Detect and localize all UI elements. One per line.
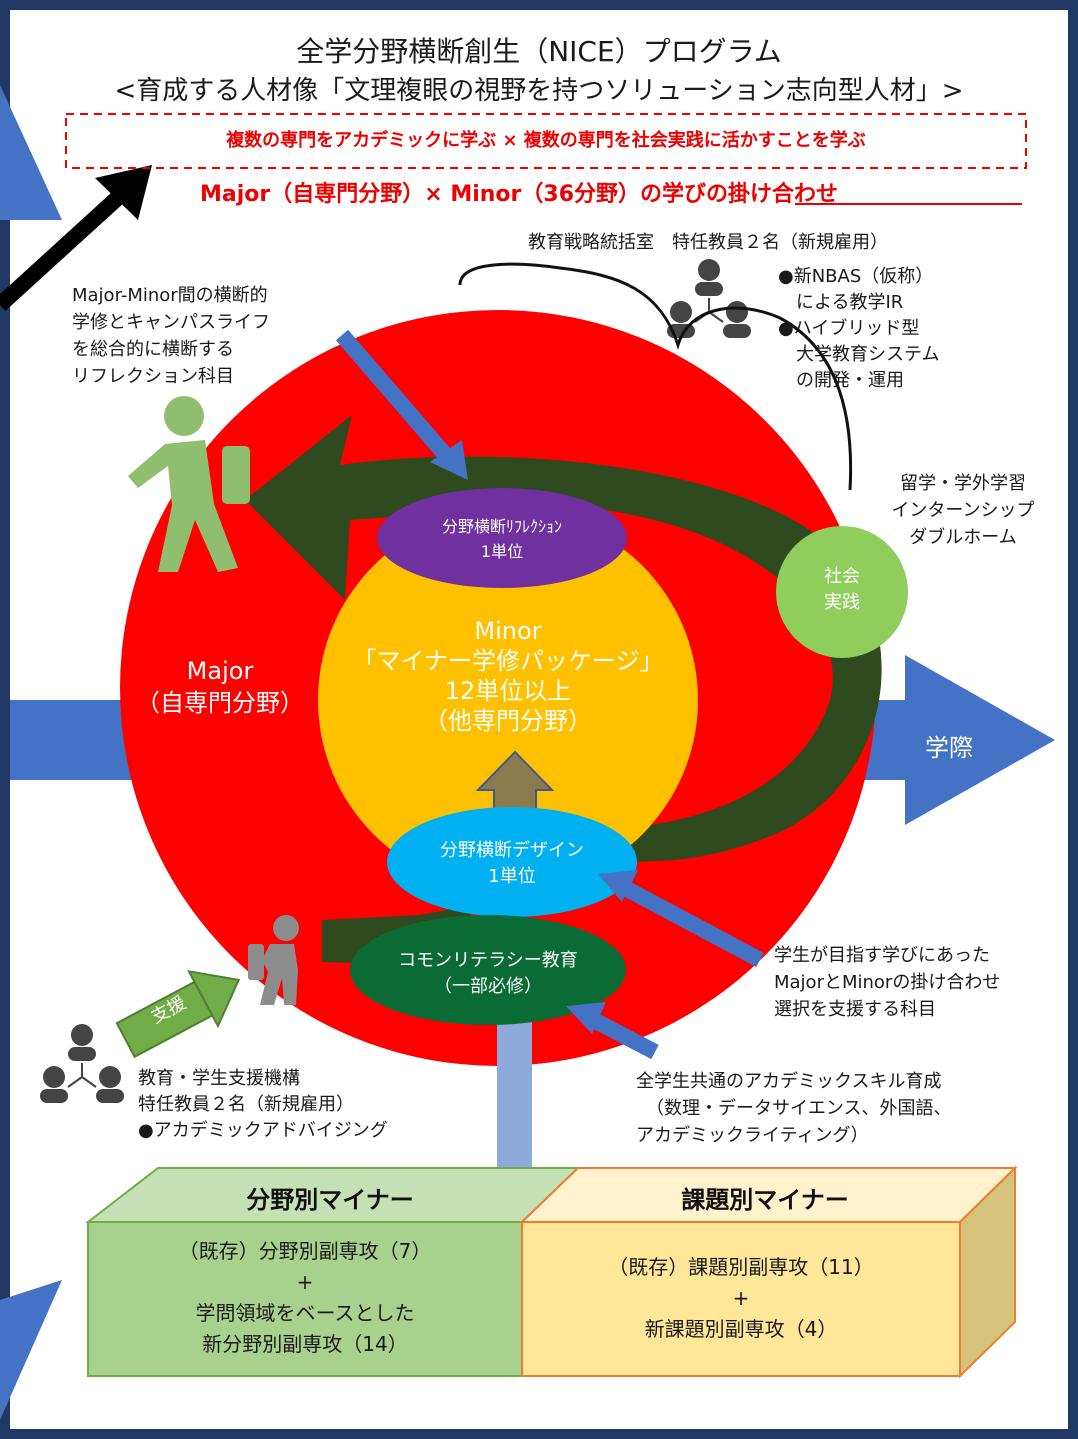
support-org-line1: 教育・学生支援機構 — [138, 1068, 300, 1089]
bullet2-line2: 大学教育システム — [796, 344, 940, 365]
common-literacy-line2: （一部必修） — [434, 976, 542, 997]
design-course-label: 分野横断デザイン 1単位 — [392, 838, 632, 890]
field-minor-line2: + — [296, 1270, 314, 1294]
dashed-red-box — [65, 113, 1027, 169]
social-practice-label: 社会 実践 — [792, 564, 892, 616]
selection-support-line2: MajorとMinorの掛け合わせ — [774, 972, 1001, 993]
theme-minor-title: 課題別マイナー — [681, 1186, 849, 1214]
external-learning-line2: インターンシップ — [891, 500, 1035, 521]
bullet1-line1: ●新NBAS（仮称） — [778, 266, 934, 287]
left-bottom-triangle — [0, 1280, 62, 1420]
reflection-note-line3: を総合的に横断する — [72, 339, 234, 360]
strategy-brace — [458, 262, 853, 491]
external-learning: 留学・学外学習 インターンシップ ダブルホーム — [868, 470, 1058, 551]
literacy-pointer-head — [566, 1002, 606, 1034]
field-minor-line4: 新分野別副専攻（14） — [202, 1332, 408, 1356]
minor-line1: Minor — [474, 617, 542, 645]
reflection-note-line4: リフレクション科目 — [72, 366, 234, 387]
major-minor-underlined: 学びの掛け合わせ — [662, 182, 839, 207]
dashed-box-text: 複数の専門をアカデミックに学ぶ × 複数の専門を社会実践に活かすことを学ぶ — [226, 130, 866, 151]
design-course-line2: 1単位 — [488, 866, 536, 887]
bullet2-line1: ●ハイブリッド型 — [778, 318, 920, 339]
social-practice-line1: 社会 — [824, 566, 860, 587]
left-top-triangle — [0, 85, 62, 220]
support-org-people-icon — [40, 1024, 124, 1103]
major-minor-prefix: Major（自専門分野）× Minor（36分野）の — [200, 182, 663, 207]
minor-line2: 「マイナー学修パッケージ」 — [352, 647, 664, 675]
support-org-note: 教育・学生支援機構 特任教員２名（新規雇用） ●アカデミックアドバイジング — [138, 1066, 388, 1144]
external-learning-line3: ダブルホーム — [909, 527, 1017, 548]
field-minor-line3: 学問領域をベースとした — [195, 1301, 415, 1325]
field-minor-body: （既存）分野別副専攻（7） + 学問領域をベースとした 新分野別副専攻（14） — [88, 1236, 522, 1360]
major-line1: Major — [186, 657, 254, 685]
reflection-course-line1: 分野横断ﾘﾌﾚｸｼｮﾝ — [441, 517, 562, 536]
academic-skills-line2: （数理・データサイエンス、外国語、 — [646, 1098, 952, 1119]
bullet2-line3: の開発・運用 — [796, 370, 904, 391]
walking-student-icon — [128, 396, 250, 572]
strategy-office-title: 教育戦略統括室 特任教員２名（新規雇用） — [528, 232, 888, 253]
minor-label: Minor 「マイナー学修パッケージ」 12単位以上 （他専門分野） — [318, 616, 698, 736]
academic-skills-line3: アカデミックライティング） — [636, 1125, 869, 1146]
theme-minor-line2: + — [732, 1286, 750, 1310]
walking-person-grey-icon — [248, 915, 299, 1005]
design-pointer-head — [598, 870, 638, 902]
field-minor-line1: （既存）分野別副専攻（7） — [178, 1239, 432, 1263]
literacy-pointer-shaft — [586, 1010, 659, 1060]
support-org-line3: ●アカデミックアドバイジング — [138, 1120, 388, 1141]
design-ellipse — [387, 807, 637, 917]
cycle-arrow-upper — [245, 415, 882, 862]
social-practice-circle — [776, 526, 908, 658]
minor-circle — [318, 510, 698, 890]
academic-skills-line1: 全学生共通のアカデミックスキル育成 — [636, 1071, 942, 1092]
design-pointer-shaft — [621, 880, 764, 968]
selection-support-line3: 選択を支援する科目 — [774, 999, 936, 1020]
interdisciplinary-label: 学際 — [925, 734, 973, 762]
reflection-pointer-shaft — [335, 329, 455, 464]
page-title: 全学分野横断創生（NICE）プログラム — [296, 35, 782, 68]
reflection-course-line2: 1単位 — [480, 542, 524, 561]
interdisciplinary-arrow-head — [905, 655, 1055, 825]
theme-minor-line3: 新課題別副専攻（4） — [644, 1317, 838, 1341]
diagonal-arrow-shaft — [0, 176, 141, 311]
field-minor-box-front — [87, 1221, 523, 1377]
reflection-ellipse — [377, 488, 627, 588]
design-course-line1: 分野横断デザイン — [440, 840, 584, 861]
selection-support-line1: 学生が目指す学びにあった — [774, 945, 990, 966]
major-minor-heading: Major（自専門分野）× Minor（36分野）の学びの掛け合わせ — [200, 176, 838, 208]
common-literacy-line1: コモンリテラシー教育 — [398, 950, 578, 971]
minor-line4: （他専門分野） — [424, 707, 592, 735]
reflection-note: Major-Minor間の横断的 学修とキャンパスライフ を総合的に横断する リ… — [72, 282, 270, 390]
reflection-pointer-head — [430, 440, 468, 480]
reflection-course-label: 分野横断ﾘﾌﾚｸｼｮﾝ 1単位 — [392, 514, 612, 564]
academic-skills-note: 全学生共通のアカデミックスキル育成 （数理・データサイエンス、外国語、 アカデミ… — [636, 1068, 951, 1149]
support-arrow — [115, 969, 241, 1059]
reflection-note-line1: Major-Minor間の横断的 — [72, 285, 268, 306]
common-literacy-label: コモンリテラシー教育 （一部必修） — [352, 948, 624, 1000]
bullet1-line2: による教学IR — [796, 292, 904, 313]
strategy-office-bullets: ●新NBAS（仮称） による教学IR ●ハイブリッド型 大学教育システム の開発… — [778, 264, 939, 394]
strategy-office-people-icon — [667, 259, 751, 338]
field-minor-title: 分野別マイナー — [246, 1186, 414, 1214]
theme-minor-line1: （既存）課題別副専攻（11） — [608, 1255, 874, 1279]
external-learning-line1: 留学・学外学習 — [900, 473, 1026, 494]
support-org-line2: 特任教員２名（新規雇用） — [138, 1094, 354, 1115]
major-label: Major （自専門分野） — [120, 655, 320, 719]
theme-minor-body: （既存）課題別副専攻（11） + 新課題別副専攻（4） — [522, 1252, 960, 1345]
diagonal-arrow-head — [95, 165, 152, 220]
selection-support-note: 学生が目指す学びにあった MajorとMinorの掛け合わせ 選択を支援する科目 — [774, 942, 1000, 1023]
vertical-connector-bar — [497, 1010, 532, 1170]
social-practice-line2: 実践 — [824, 592, 860, 613]
page-subtitle: <育成する人材像「文理複眼の視野を持つソリューション志向型人材」> — [114, 76, 964, 106]
reflection-note-line2: 学修とキャンパスライフ — [72, 312, 270, 333]
theme-minor-box-front — [521, 1221, 961, 1377]
minor-line3: 12単位以上 — [444, 677, 572, 705]
theme-minor-box-side — [959, 1165, 1016, 1379]
common-literacy-ellipse — [350, 915, 626, 1025]
major-line2: （自専門分野） — [136, 689, 304, 717]
